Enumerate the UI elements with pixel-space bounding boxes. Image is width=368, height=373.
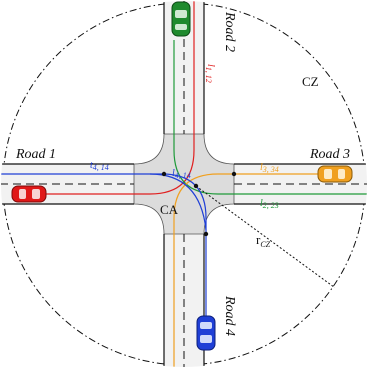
- lane-label-l4-14: l4, 14: [172, 168, 191, 180]
- road-1-label: Road 1: [15, 147, 56, 162]
- lane-label-l2-23: l2, 23: [260, 198, 279, 210]
- conflict-area-label: CA: [160, 202, 179, 217]
- road-3-label: Road 3: [309, 147, 350, 162]
- lane-label-l1-12: l1, 12: [204, 64, 216, 83]
- orange-car: [317, 165, 353, 183]
- lane-label-t4-14: t4, 14: [90, 160, 109, 172]
- blue-turn-arc: [149, 173, 207, 231]
- road-2-label: Road 2: [222, 11, 237, 52]
- red-car: [11, 185, 47, 203]
- blue-car: [196, 315, 216, 351]
- green-car: [171, 1, 191, 37]
- lane-label-l3-34: l3, 34: [260, 162, 279, 174]
- radius-label: rCZ: [256, 232, 271, 249]
- green-path: [173, 40, 367, 195]
- road-4-label: Road 4: [222, 295, 237, 336]
- radius-line: [195, 185, 339, 291]
- control-zone-label: CZ: [302, 74, 319, 89]
